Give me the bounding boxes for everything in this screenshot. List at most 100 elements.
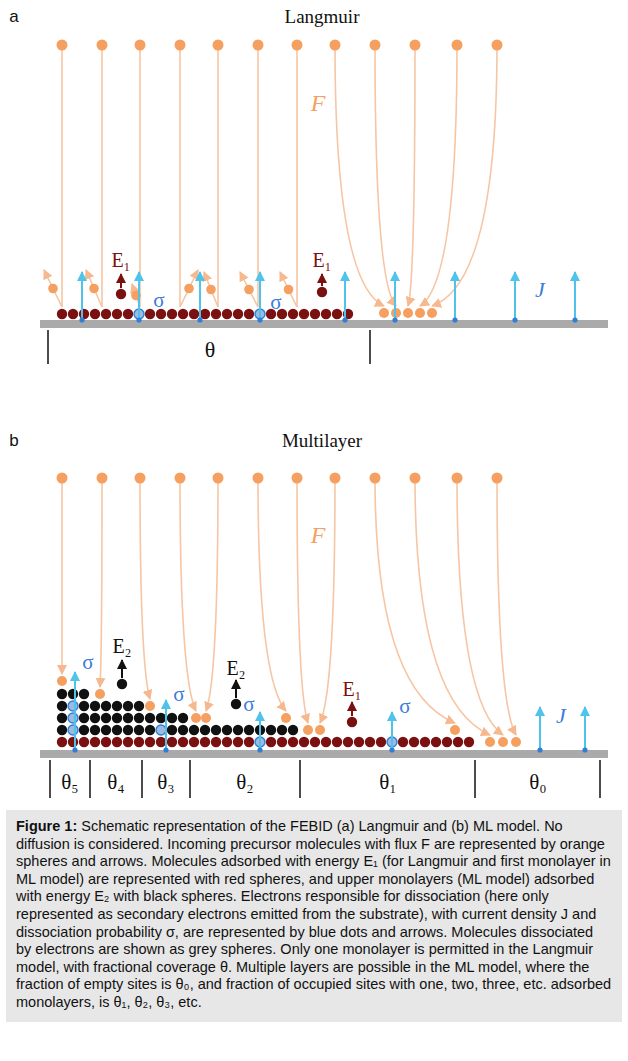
trajectory [180,478,196,711]
energy-label: E₁ [312,250,331,270]
molecule [68,701,78,711]
molecule [123,713,133,723]
trajectory [296,45,298,307]
coverage-label: θ₂ [236,772,253,793]
trajectory [120,274,122,288]
molecule [79,701,89,711]
molecule [266,725,276,735]
panel-letter: b [9,432,18,449]
molecule [410,473,421,484]
molecule [178,725,188,735]
molecule [310,737,320,747]
molecule [415,308,425,318]
coverage-label: θ₅ [61,772,78,793]
molecule [206,285,216,295]
substrate [40,750,608,758]
molecule [200,309,210,319]
molecule [409,737,419,747]
molecule [512,317,517,322]
molecule [79,317,84,322]
molecule [167,737,177,747]
molecule [464,737,474,747]
trajectory [321,274,323,286]
molecule [57,473,68,484]
molecule [379,308,389,318]
trajectory [457,478,503,735]
molecule [492,473,503,484]
molecule [90,701,100,711]
molecule [420,737,430,747]
molecule [231,699,241,709]
molecule [189,725,199,735]
molecule [116,289,126,299]
molecule [79,713,89,723]
molecule [112,701,122,711]
molecule [117,679,127,689]
molecule [178,737,188,747]
molecule [167,713,177,723]
trajectory [61,45,63,307]
molecule [317,287,327,297]
molecule [211,309,221,319]
molecule [112,725,122,735]
trajectory [514,272,516,322]
molecule [582,747,587,752]
trajectory [206,478,218,711]
energy-label: E₂ [226,658,245,678]
molecule [57,725,67,735]
molecule [277,737,287,747]
trajectory [259,712,261,752]
molecule [90,737,100,747]
molecule [57,309,67,319]
molecule [233,725,243,735]
trajectory [584,707,586,752]
molecule [175,473,186,484]
molecule [134,713,144,723]
molecule [343,737,353,747]
energy-label: E₁ [111,250,130,270]
molecule [403,308,413,318]
molecule [68,713,78,723]
trajectory [408,45,415,306]
cross-section-label: σ [399,696,410,717]
trajectory [44,270,62,307]
substrate [40,320,608,328]
trajectory [391,712,393,752]
coverage-label: θ [205,339,216,361]
trajectory [61,478,63,674]
molecule [233,737,243,747]
molecule [68,725,78,735]
panel-letter: a [9,8,18,25]
molecule [299,309,309,319]
molecule [310,309,320,319]
molecule [330,40,341,51]
trajectory [199,272,201,322]
molecule [95,689,105,699]
panel-title: Multilayer [282,431,362,450]
molecule [392,317,397,322]
cross-section-label: σ [243,694,254,715]
molecule [389,747,394,752]
molecule [347,717,357,727]
molecule [427,308,437,318]
molecule [123,737,133,747]
trajectory [280,272,297,307]
molecule [112,737,122,747]
molecule [167,725,177,735]
trajectory [235,680,237,698]
molecule [370,473,381,484]
trajectory [375,45,396,306]
cross-section-label: σ [173,684,184,705]
current-density-label: J [535,279,545,301]
molecule [123,725,133,735]
flux-symbol: F [311,523,326,547]
trajectory [257,45,259,307]
molecule [134,737,144,747]
trajectory [240,272,258,307]
trajectory [204,272,218,307]
trajectory [454,272,456,322]
trajectory [344,272,346,322]
trajectory [81,272,83,322]
molecule [450,725,460,735]
molecule [485,737,495,747]
